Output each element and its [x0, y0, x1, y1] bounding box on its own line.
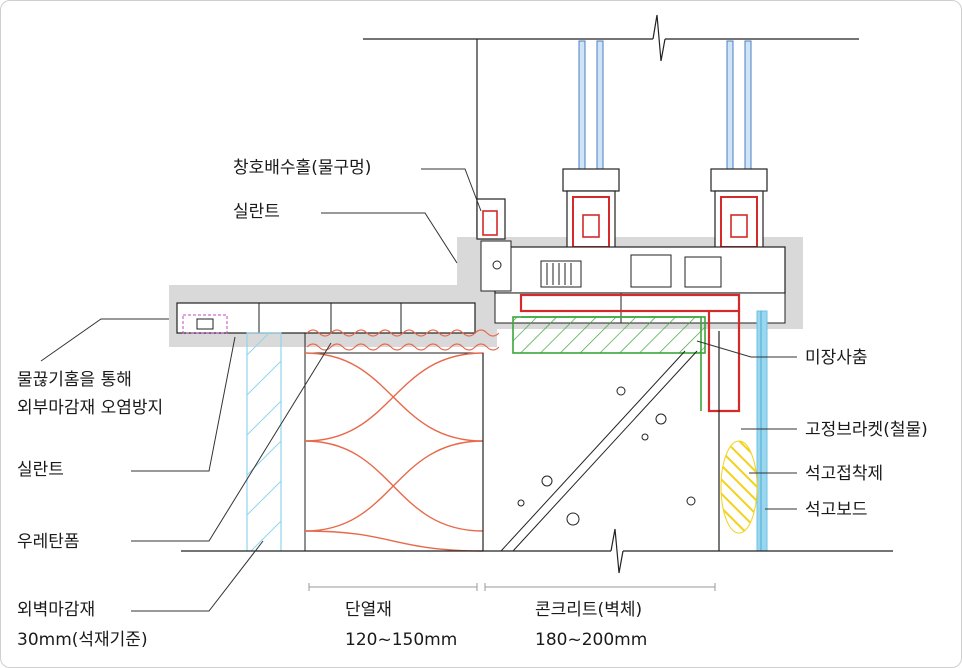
label-drain-hole: 창호배수홀(물구멍): [233, 158, 371, 178]
label-concrete-line2: 180~200mm: [535, 630, 647, 650]
label-urethane: 우레탄폼: [17, 532, 80, 552]
label-mortar: 미장사춤: [805, 348, 868, 368]
label-sealant-top: 실란트: [233, 202, 280, 222]
insulation: [304, 329, 500, 552]
exterior-stone-finish: [246, 332, 306, 552]
dimension-lines: [308, 583, 716, 591]
label-insulation-line1: 단열재: [345, 600, 392, 620]
label-drip-line2: 외부마감재 오염방지: [17, 398, 163, 418]
drain-hole-profile: [476, 198, 512, 292]
mortar-fill: [512, 316, 706, 411]
glass-panes: [578, 40, 752, 172]
label-exterior-line2: 30mm(석재기준): [17, 630, 148, 650]
fixing-bracket-red: [519, 293, 741, 413]
gypsum-board: [756, 310, 768, 552]
label-sealant-left: 실란트: [17, 460, 64, 480]
label-exterior-line1: 외벽마감재: [17, 600, 95, 620]
label-gypsum-board: 석고보드: [805, 500, 868, 520]
label-insulation-line2: 120~150mm: [345, 630, 457, 650]
label-gypsum-adhesive: 석고접착제: [805, 464, 883, 484]
label-concrete-line1: 콘크리트(벽체): [535, 600, 642, 620]
exterior-sill-plate: [176, 302, 476, 334]
gypsum-adhesive: [720, 440, 758, 534]
concrete-wall: [482, 331, 720, 552]
leader-lines: [40, 168, 797, 612]
label-bracket: 고정브라켓(철물): [805, 420, 928, 440]
bottom-break-line: [181, 528, 893, 574]
label-drip-line1: 물끊기홈을 통해: [17, 370, 132, 390]
